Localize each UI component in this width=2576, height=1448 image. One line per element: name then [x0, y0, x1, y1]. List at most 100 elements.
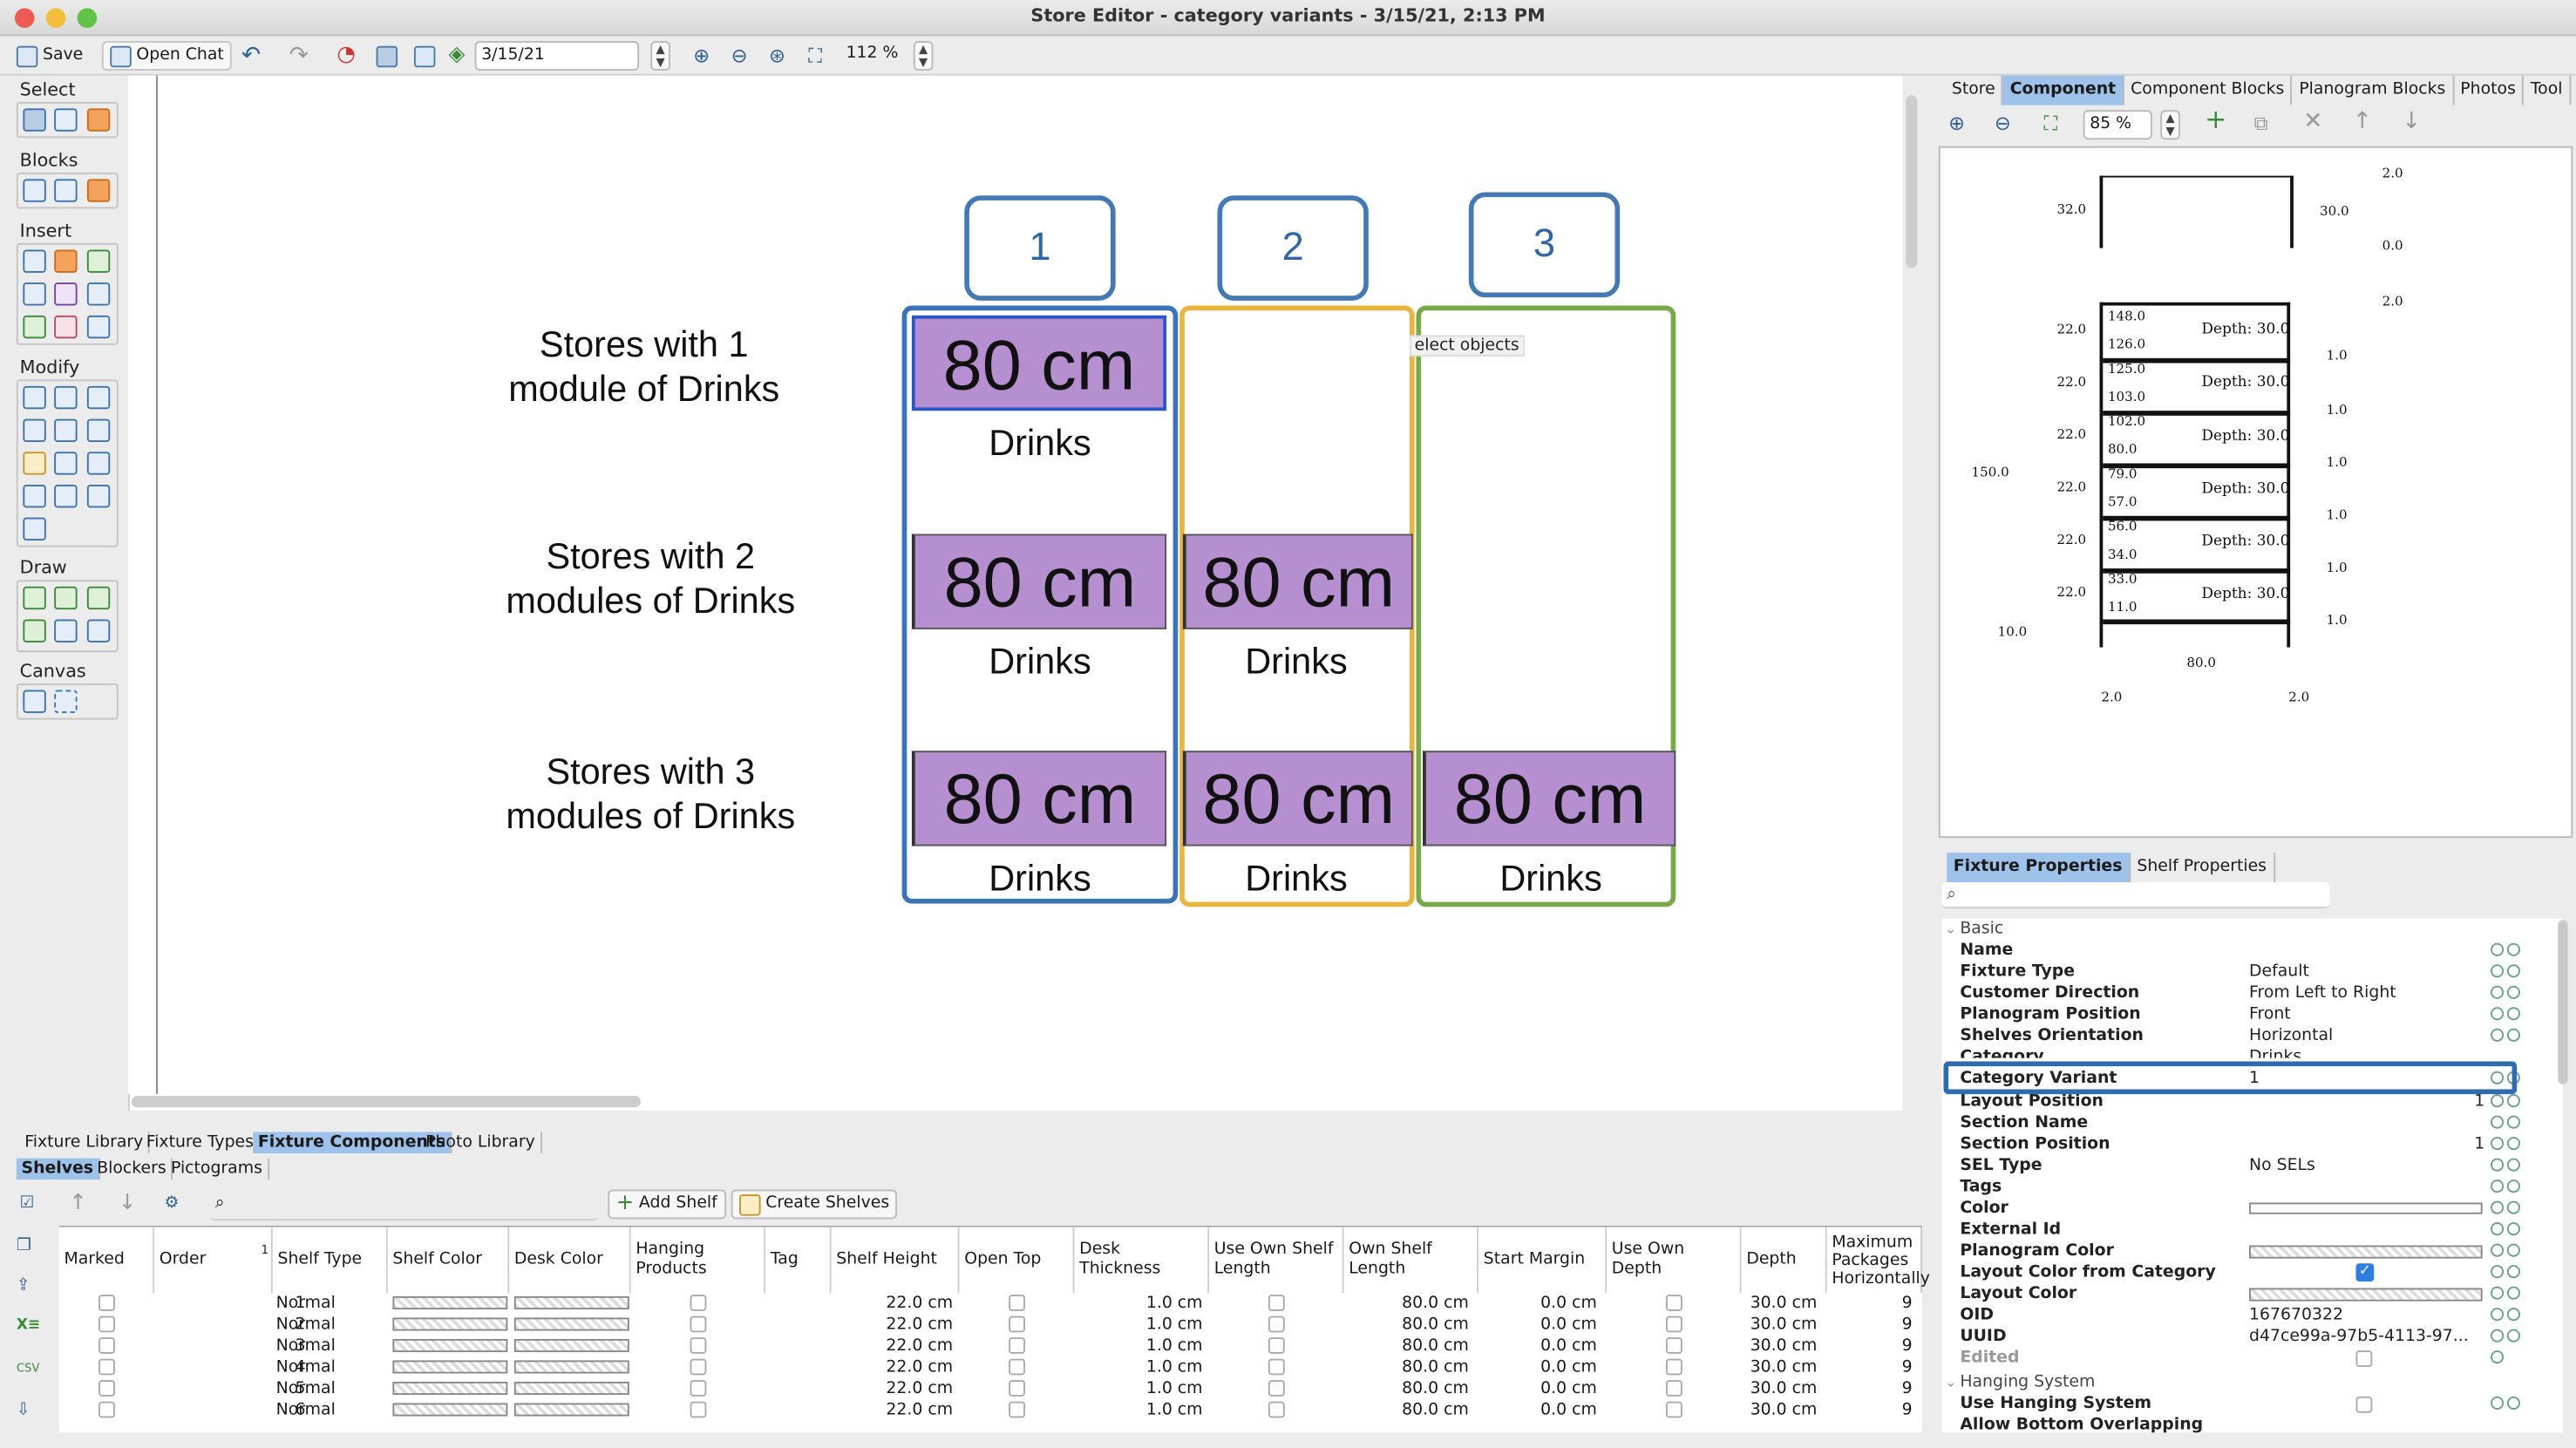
row-checkbox[interactable] [1665, 1401, 1682, 1418]
add-icon[interactable]: + [2205, 103, 2227, 135]
prop-action-icons[interactable] [2491, 962, 2526, 979]
layers-icon[interactable]: ◈ [448, 42, 466, 68]
select-arrow-icon[interactable] [23, 108, 46, 132]
row-checkbox[interactable] [1009, 1401, 1025, 1418]
prop-action-icons[interactable] [2491, 1178, 2526, 1194]
block-stack-icon[interactable] [54, 179, 78, 202]
col-depth[interactable]: Depth [1741, 1227, 1827, 1294]
mirror-icon[interactable] [23, 452, 46, 475]
delete-icon[interactable]: ✕ [2303, 108, 2323, 135]
insert-pdf-icon[interactable] [54, 315, 78, 339]
prop-action-icons[interactable] [2491, 1114, 2526, 1131]
save-button[interactable]: Save [16, 41, 83, 71]
row-checkbox[interactable] [1009, 1295, 1025, 1311]
row-checkbox[interactable] [1665, 1315, 1682, 1333]
module-header-1[interactable]: 1 [964, 195, 1116, 301]
zoom-level[interactable]: 112 % [846, 44, 899, 63]
side-import-icon[interactable]: ⇩ [16, 1401, 31, 1420]
side-export-icon[interactable]: ⇪ [16, 1276, 31, 1295]
section-hanging-system[interactable]: ⌄Hanging System [1942, 1372, 2553, 1393]
preview-zoom-field[interactable]: 85 % [2083, 110, 2152, 140]
row-up-icon[interactable]: ↑ [69, 1191, 87, 1216]
prop-row-planogram-color[interactable]: Planogram Color [1942, 1241, 2553, 1261]
prop-row-layout-color-from-category[interactable]: Layout Color from Category✓ [1942, 1261, 2553, 1282]
prop-row-layout-color[interactable]: Layout Color [1942, 1283, 2553, 1304]
horizontal-scrollbar[interactable] [131, 1096, 641, 1108]
fixture-preview[interactable] [1938, 146, 2573, 839]
prop-action-icons[interactable] [2491, 1157, 2526, 1173]
expand-basic-icon[interactable]: ⌄ [1945, 921, 1956, 937]
shelf-r3-c2[interactable]: 80 cm [1182, 751, 1413, 846]
module-column-3[interactable] [1416, 305, 1676, 908]
align-center-icon[interactable] [54, 484, 78, 508]
preview-zoom-stepper[interactable]: ▲▼ [2160, 110, 2180, 140]
col-use-own-depth[interactable]: Use Own Depth [1607, 1227, 1742, 1294]
row-checkbox[interactable] [690, 1380, 707, 1397]
prop-action-icons[interactable] [2491, 1135, 2526, 1152]
prop-action-icons[interactable] [2491, 1263, 2526, 1280]
preview-zoom-out-icon[interactable]: ⊖ [1994, 112, 2011, 135]
group-icon[interactable] [54, 385, 78, 410]
table-settings-icon[interactable]: ⚙ [164, 1194, 180, 1213]
grid-search[interactable]: ⌕ [210, 1191, 598, 1221]
align-top-icon[interactable] [54, 418, 78, 442]
block-shelf-icon[interactable] [86, 179, 111, 202]
align-right-icon[interactable] [86, 484, 111, 508]
properties-scrollbar[interactable] [2558, 920, 2568, 1084]
date-field[interactable]: 3/15/21 [474, 41, 640, 71]
tab-shelf-properties[interactable]: Shelf Properties [2131, 853, 2275, 883]
insert-ruler-icon[interactable] [86, 282, 111, 306]
row-color-swatch[interactable] [513, 1338, 629, 1353]
row-color-swatch[interactable] [392, 1317, 508, 1331]
tab-fixture-types[interactable]: Fixture Types [141, 1132, 261, 1153]
draw-rectangle-icon[interactable] [54, 619, 78, 642]
layout-view-icon[interactable] [376, 41, 398, 71]
module-column-1[interactable] [901, 305, 1179, 904]
row-checkbox[interactable] [690, 1337, 707, 1354]
tab-pictograms[interactable]: Pictograms [166, 1158, 269, 1180]
csv-export-icon[interactable]: CSV [16, 1362, 40, 1376]
prop-action-icons[interactable] [2491, 942, 2526, 958]
tab-planogram-blocks[interactable]: Planogram Blocks [2293, 75, 2454, 105]
move-up-icon[interactable]: ↑ [2352, 108, 2372, 135]
zoom-fit-icon[interactable]: ⛶ [808, 44, 823, 68]
zoom-in-icon[interactable]: ⊕ [693, 44, 710, 68]
distribute-icon[interactable] [86, 452, 111, 475]
col-use-own-shelf-length[interactable]: Use Own Shelf Length [1209, 1227, 1344, 1294]
shelf-r3-c1[interactable]: 80 cm [911, 751, 1167, 846]
row-checkbox[interactable] [1009, 1358, 1025, 1376]
draw-curve-icon[interactable] [86, 586, 111, 610]
module-header-2[interactable]: 2 [1217, 195, 1369, 301]
row-checkbox[interactable] [1268, 1295, 1285, 1311]
tab-shelves[interactable]: Shelves [16, 1158, 100, 1180]
row-checkbox[interactable] [99, 1295, 115, 1311]
col-own-shelf-length[interactable]: Own Shelf Length [1343, 1227, 1479, 1294]
row-checkbox[interactable] [690, 1358, 707, 1376]
draw-ellipse-icon[interactable] [86, 619, 111, 642]
draw-polyline-icon[interactable] [23, 619, 46, 642]
prop-action-icons[interactable] [2491, 1349, 2526, 1365]
row-checkbox[interactable] [1268, 1358, 1285, 1376]
open-chat-button[interactable]: Open Chat [101, 41, 233, 71]
tab-store[interactable]: Store [1945, 75, 2004, 105]
insert-image-icon[interactable] [86, 315, 111, 339]
shelf-r3-c3[interactable]: 80 cm [1423, 751, 1676, 846]
select-layers-icon[interactable] [86, 108, 111, 132]
reshape-icon[interactable] [23, 418, 46, 442]
prop-action-icons[interactable] [2491, 1027, 2526, 1044]
row-down-icon[interactable]: ↓ [118, 1191, 137, 1216]
row-checkbox[interactable] [1009, 1337, 1025, 1354]
col-max-packages[interactable]: Maximum Packages Horizontally [1826, 1227, 1930, 1294]
prop-action-icons[interactable] [2491, 1092, 2526, 1109]
row-color-swatch[interactable] [392, 1338, 508, 1353]
vertical-scrollbar[interactable] [1906, 95, 1918, 269]
history-icon[interactable]: ◔ [336, 42, 356, 68]
col-open-top[interactable]: Open Top [959, 1227, 1075, 1294]
